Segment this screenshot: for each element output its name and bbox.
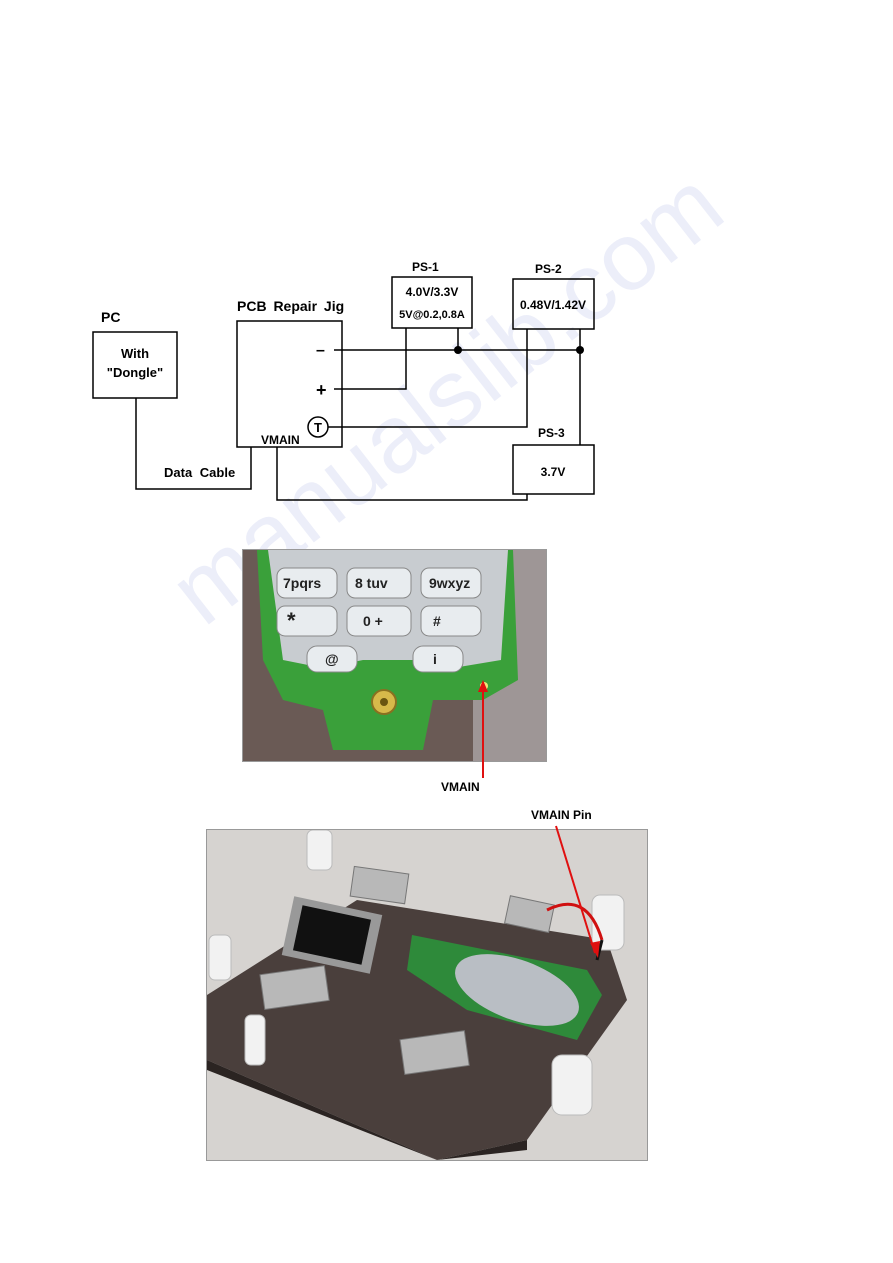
key-0: 0 +: [363, 613, 383, 629]
vmain-pin-callout-arrow: [555, 825, 600, 958]
key-at: @: [325, 651, 339, 667]
minus-terminal: –: [316, 342, 325, 359]
wire-vmain: [276, 447, 528, 501]
key-star: *: [287, 608, 296, 633]
keypad-photo-drawing: 7pqrs 8 tuv 9wxyz * 0 + # @ i: [243, 550, 546, 761]
key-hash: #: [433, 613, 441, 629]
t-symbol: T: [314, 420, 322, 435]
ps2-line1: 0.48V/1.42V: [520, 298, 586, 312]
jig-title: PCB Repair Jig: [237, 298, 344, 314]
pc-title: PC: [101, 309, 120, 325]
ps3-box: [512, 444, 595, 495]
wire-data-cable: [135, 398, 252, 490]
junction-dot: [454, 346, 462, 354]
jig-box: [236, 320, 343, 448]
pc-label-line1: With: [121, 346, 149, 361]
data-cable-label: Data Cable: [164, 465, 235, 480]
key-7: 7pqrs: [283, 575, 321, 591]
wiring-diagram: PC With "Dongle" PCB Repair Jig – + T VM…: [92, 260, 595, 501]
ps1-line1: 4.0V/3.3V: [406, 285, 459, 299]
ps3-line1: 3.7V: [541, 465, 566, 479]
vmain-callout-arrow: [478, 680, 488, 778]
ps1-box: [391, 276, 473, 329]
pc-box: [92, 331, 178, 399]
key-info: i: [433, 651, 437, 667]
wire-plus: [334, 328, 407, 390]
vmain-label: VMAIN: [261, 433, 300, 447]
junction-dot: [576, 346, 584, 354]
ps1-title: PS-1: [412, 260, 439, 274]
pc-label-line2: "Dongle": [107, 365, 163, 380]
vmain-pin-callout-label: VMAIN Pin: [531, 808, 592, 822]
ps2-box: [512, 278, 595, 330]
wire-t: [328, 329, 528, 428]
plus-terminal: +: [316, 380, 327, 400]
vmain-callout-label: VMAIN: [441, 780, 480, 794]
ps2-title: PS-2: [535, 262, 562, 276]
key-9: 9wxyz: [429, 575, 470, 591]
keypad-photo: 7pqrs 8 tuv 9wxyz * 0 + # @ i: [242, 549, 547, 762]
ps1-line2: 5V@0.2,0.8A: [399, 309, 465, 321]
key-8: 8 tuv: [355, 575, 388, 591]
ps3-title: PS-3: [538, 426, 565, 440]
